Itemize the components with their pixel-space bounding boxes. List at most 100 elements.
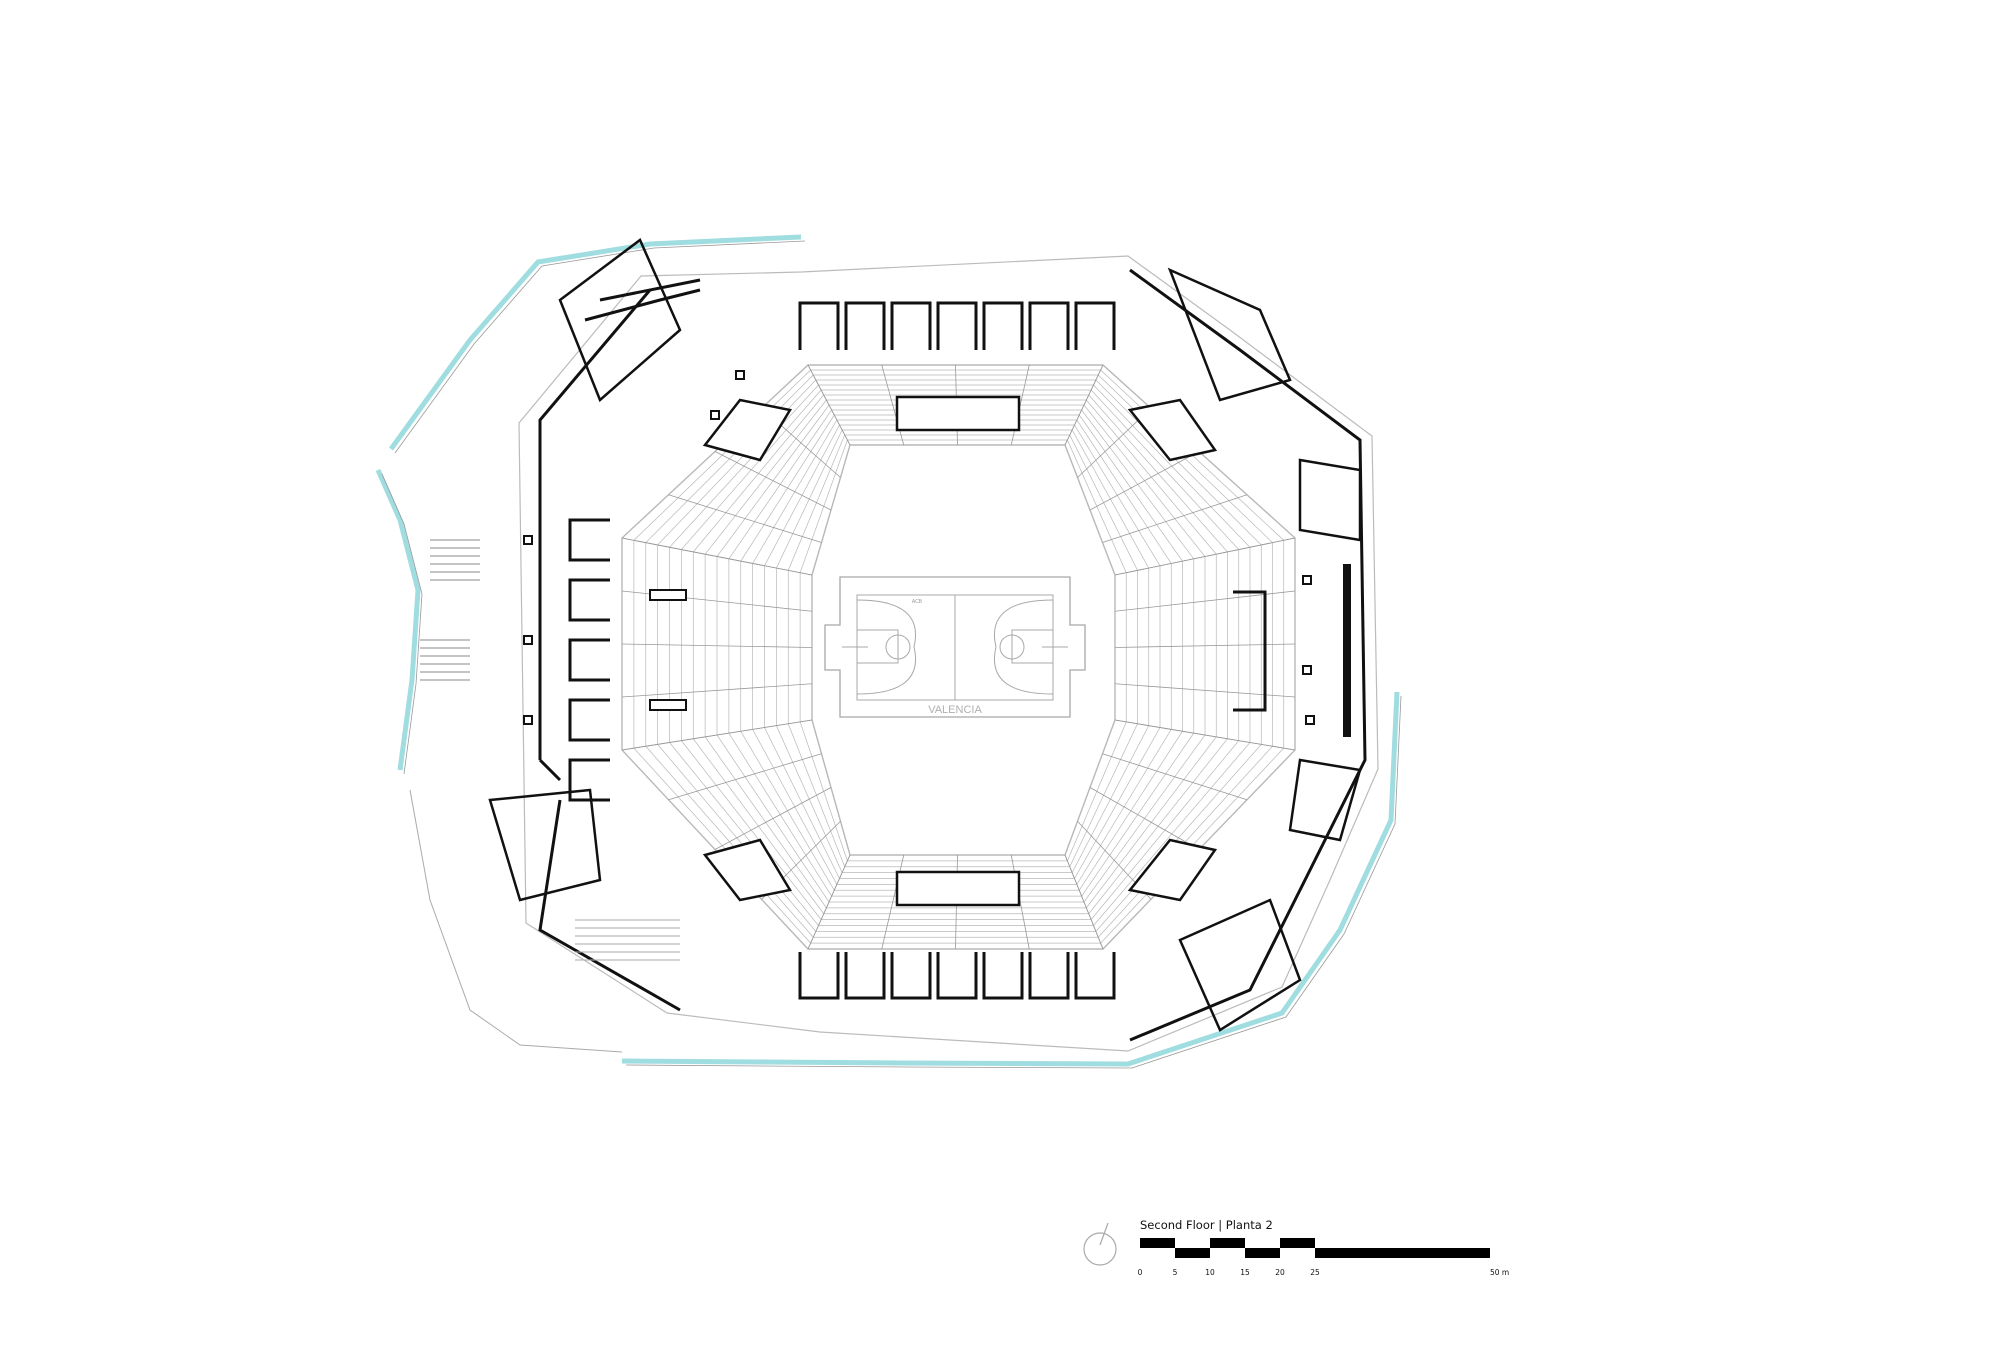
c-shaped-box bbox=[1233, 590, 1267, 712]
facade-line bbox=[625, 695, 1402, 1069]
seating-aisle bbox=[807, 364, 851, 446]
north-arrow-icon bbox=[1083, 1222, 1117, 1266]
room bbox=[1028, 952, 1070, 1000]
three-point-arc-right bbox=[994, 599, 1054, 695]
seating-aisle bbox=[1064, 364, 1104, 446]
vomitory bbox=[702, 398, 792, 462]
seating-aisle bbox=[714, 787, 832, 850]
vomitory bbox=[702, 838, 792, 902]
seating-aisle bbox=[1114, 537, 1296, 576]
room-cluster bbox=[1288, 758, 1362, 842]
seating-aisle bbox=[621, 537, 813, 576]
vomitory bbox=[1127, 838, 1218, 902]
site-edge-line bbox=[409, 789, 623, 1053]
perimeter-rooms bbox=[488, 238, 1362, 1032]
room-cluster bbox=[1298, 458, 1362, 542]
facade-line bbox=[394, 240, 806, 454]
room-cluster bbox=[1167, 267, 1292, 402]
wall bbox=[538, 758, 562, 782]
room bbox=[936, 301, 978, 350]
wall bbox=[1129, 268, 1367, 1042]
scale-segment bbox=[1315, 1248, 1490, 1258]
room bbox=[798, 952, 840, 1000]
column bbox=[1302, 575, 1312, 585]
column bbox=[735, 370, 745, 380]
scale-tick-label: 25 bbox=[1310, 1268, 1320, 1277]
seating-row bbox=[681, 389, 1240, 920]
plan-title: Second Floor | Planta 2 bbox=[1140, 1218, 1273, 1232]
seating-aisle bbox=[1089, 787, 1200, 850]
room bbox=[844, 301, 886, 350]
seating-aisle bbox=[881, 364, 905, 446]
column bbox=[523, 715, 533, 725]
wall bbox=[538, 799, 681, 1012]
scale-segment bbox=[1210, 1238, 1245, 1248]
room bbox=[890, 952, 932, 1000]
room bbox=[568, 638, 610, 682]
glass-facade bbox=[375, 234, 1402, 1069]
seating-bowl bbox=[621, 364, 1296, 950]
room bbox=[982, 952, 1024, 1000]
court-mark: ACB bbox=[912, 599, 923, 605]
stage-box bbox=[895, 870, 1021, 907]
seating-aisle bbox=[1102, 494, 1248, 543]
scale-tick-label: 15 bbox=[1240, 1268, 1250, 1277]
vomitory bbox=[649, 589, 687, 601]
room bbox=[568, 518, 610, 562]
column bbox=[710, 410, 720, 420]
seating-row bbox=[764, 424, 1161, 879]
glazing-strip bbox=[621, 691, 1400, 1067]
seating-aisle bbox=[881, 854, 905, 950]
column bbox=[1302, 665, 1312, 675]
scale-tick-label: 10 bbox=[1205, 1268, 1215, 1277]
court-apron bbox=[824, 576, 1086, 718]
seating-aisle bbox=[1089, 451, 1200, 511]
seating-row bbox=[728, 409, 1195, 897]
glazing-strip bbox=[375, 468, 421, 771]
column bbox=[523, 535, 533, 545]
court-text: VALENCIA bbox=[928, 704, 982, 716]
seating-aisle bbox=[621, 719, 813, 751]
seating-row bbox=[776, 429, 1150, 873]
scale-segment bbox=[1280, 1238, 1315, 1248]
seating-aisle bbox=[1114, 719, 1296, 751]
seating-row bbox=[752, 419, 1172, 885]
room bbox=[982, 301, 1024, 350]
three-point-arc-left bbox=[856, 599, 916, 695]
facade-line bbox=[381, 473, 423, 775]
room-cluster bbox=[1178, 898, 1302, 1032]
scale-segment bbox=[1140, 1238, 1175, 1248]
room-cluster bbox=[488, 788, 602, 902]
column bbox=[1305, 715, 1315, 725]
vomitory bbox=[1127, 398, 1218, 462]
building-envelope bbox=[420, 255, 1379, 1052]
wall bbox=[599, 278, 701, 302]
vomitory bbox=[649, 699, 687, 711]
scale-tick-label: 50 m bbox=[1490, 1268, 1509, 1277]
wall bbox=[538, 289, 652, 760]
scale-tick-label: 5 bbox=[1173, 1268, 1178, 1277]
ft-circle-right bbox=[999, 634, 1025, 660]
wall-bar bbox=[1343, 564, 1351, 737]
room bbox=[1074, 301, 1116, 350]
seating-aisle bbox=[807, 854, 851, 950]
column bbox=[523, 635, 533, 645]
room bbox=[936, 952, 978, 1000]
basketball-court: ACB VALENCIA bbox=[824, 576, 1086, 718]
glazing-strip bbox=[388, 234, 802, 451]
scale-segment bbox=[1245, 1248, 1280, 1258]
seating-row bbox=[716, 404, 1206, 903]
seating-aisle bbox=[668, 753, 822, 801]
ft-circle-left bbox=[885, 634, 911, 660]
seating-aisle bbox=[621, 683, 813, 698]
stage-box bbox=[895, 395, 1021, 432]
scale-tick-label: 20 bbox=[1275, 1268, 1285, 1277]
room-cluster bbox=[558, 238, 682, 403]
room bbox=[1028, 301, 1070, 350]
room bbox=[568, 578, 610, 622]
room bbox=[890, 301, 932, 350]
room bbox=[844, 952, 886, 1000]
